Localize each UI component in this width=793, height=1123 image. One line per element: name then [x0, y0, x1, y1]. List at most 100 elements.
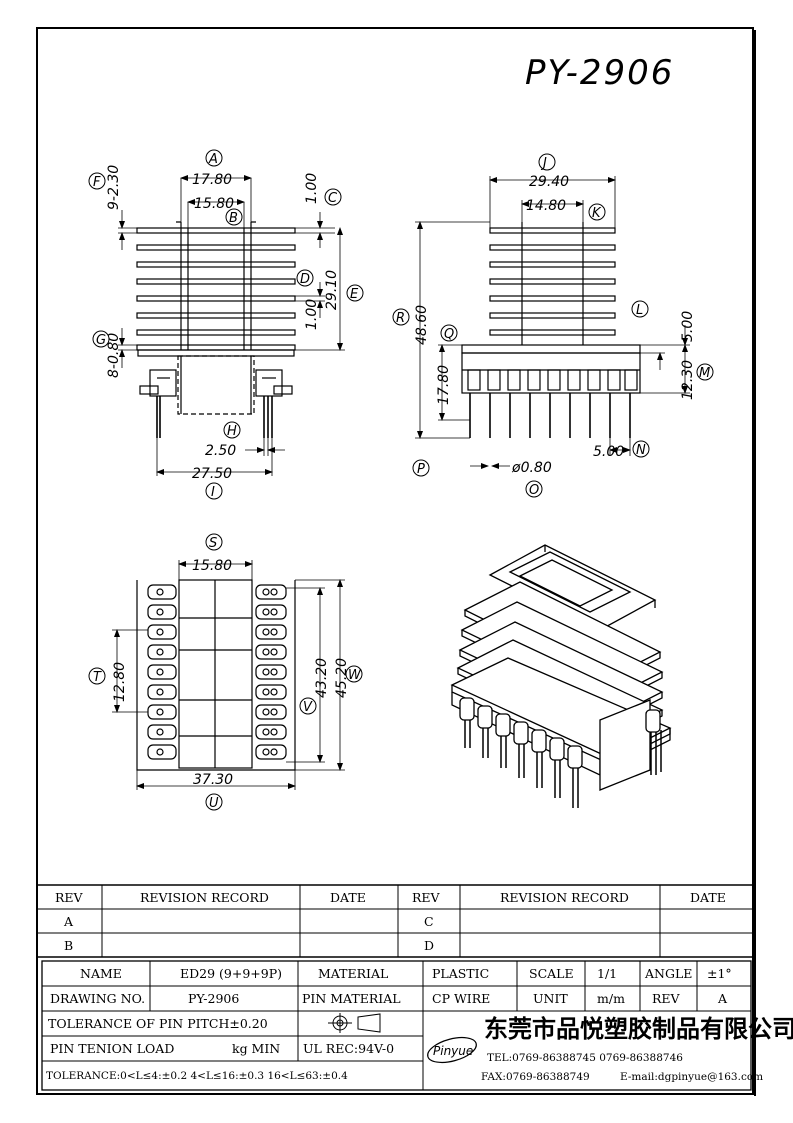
company-fax: FAX:0769-86388749 [481, 1071, 590, 1083]
dim-i-value: 27.50 [192, 466, 232, 482]
pin-tension-label: PIN TENION LOAD [50, 1041, 174, 1056]
angle-label: ANGLE [644, 966, 692, 981]
dim-m-value: 12.30 [680, 360, 696, 400]
title-block [41, 960, 752, 1091]
company-email: E-mail:dgpinyue@163.com [620, 1071, 763, 1083]
material-value: PLASTIC [432, 966, 489, 981]
label-i: I [211, 485, 215, 500]
label-c: C [328, 191, 338, 206]
company-logo: Pinyue [427, 1036, 477, 1064]
label-s: S [209, 536, 217, 551]
scale-value: 1/1 [597, 966, 617, 981]
dim-o-value: ø0.80 [511, 460, 552, 476]
name-label: NAME [80, 966, 122, 981]
rev-row-c: C [424, 914, 434, 929]
label-e: E [350, 287, 359, 302]
pin-tension-value: kg MIN [232, 1041, 280, 1056]
dim-e-value: 29.10 [324, 270, 340, 310]
date-header-left: DATE [330, 890, 366, 905]
revision-table [37, 884, 753, 958]
label-v: V [303, 700, 313, 715]
ul-rating: UL REC:94V-0 [303, 1041, 394, 1056]
dim-n-value: 5.00 [593, 444, 624, 460]
label-a: A [208, 152, 218, 167]
side-flanges [489, 227, 616, 336]
label-t: T [93, 670, 102, 685]
side-view [461, 222, 641, 438]
scale-label: SCALE [529, 966, 574, 981]
company-tel: TEL:0769-86388745 0769-86388746 [487, 1052, 683, 1064]
unit-value: m/m [597, 991, 625, 1006]
sheet-border [36, 27, 754, 1095]
rev-row-d: D [424, 938, 434, 953]
rev-header-left: REV [55, 890, 84, 905]
dim-w-value: 45.20 [334, 658, 350, 698]
rev-header-right: REV [412, 890, 441, 905]
tolerance-ranges: TOLERANCE:0<L≤4:±0.2 4<L≤16:±0.3 16<L≤63… [46, 1070, 348, 1082]
iso-pin-housings [459, 697, 661, 769]
dim-a-value: 17.80 [192, 172, 232, 188]
label-l: L [636, 303, 643, 318]
circled-label-letters: A B C D E F G H I J K L M N O P Q R S T … [93, 152, 710, 811]
drawing-no-value: PY-2906 [188, 991, 239, 1006]
front-view [136, 221, 296, 438]
rev-row-a: A [63, 914, 74, 929]
dim-j-value: 29.40 [529, 174, 569, 190]
name-value: ED29 (9+9+9P) [180, 966, 282, 981]
label-f: F [93, 175, 101, 190]
date-header-right: DATE [690, 890, 726, 905]
side-pins [469, 393, 631, 438]
rev-value: A [717, 991, 728, 1006]
bottom-dividers [179, 617, 252, 737]
angle-value: ±1° [707, 966, 732, 981]
drawing-title: PY-2906 [525, 53, 674, 93]
pin-material-label: PIN MATERIAL [302, 991, 401, 1006]
dim-r-value: 48.60 [414, 305, 430, 345]
front-flanges [136, 227, 296, 351]
dim-s-value: 15.80 [192, 558, 232, 574]
label-j: J [540, 156, 547, 171]
dim-d-value: 1.00 [304, 299, 320, 330]
label-w: W [348, 668, 362, 683]
dim-t-value: 12.80 [112, 662, 128, 702]
circled-labels [88, 149, 714, 811]
revision-record-header-left: REVISION RECORD [140, 890, 269, 905]
label-d: D [300, 272, 310, 287]
label-p: P [417, 462, 425, 477]
label-r: R [396, 311, 405, 326]
dim-f-value: 9-2.30 [106, 165, 122, 210]
dim-q-value: 17.80 [436, 365, 452, 405]
projection-symbol [328, 1013, 381, 1033]
dim-v-value: 43.20 [314, 658, 330, 698]
drawing-no-label: DRAWING NO. [50, 991, 145, 1006]
front-dimensions [118, 175, 345, 476]
rev-row-b: B [64, 938, 73, 953]
bottom-dimensions [112, 560, 345, 790]
label-h: H [227, 424, 237, 439]
dim-c-value: 1.00 [304, 173, 320, 204]
label-u: U [209, 796, 219, 811]
dim-k-value: 14.80 [526, 198, 566, 214]
isometric-view [450, 544, 672, 808]
pin-material-value: CP WIRE [432, 991, 490, 1006]
rev-label: REV [652, 991, 681, 1006]
label-o: O [529, 483, 539, 498]
dim-l-value: 5.00 [680, 311, 696, 342]
dim-b-value: 15.80 [194, 196, 234, 212]
company-name: 东莞市品悦塑胶制品有限公司 [484, 1015, 793, 1043]
label-b: B [229, 211, 238, 226]
bottom-view [136, 579, 296, 771]
material-label: MATERIAL [318, 966, 388, 981]
label-n: N [636, 443, 646, 458]
dim-g-value: 8-0.80 [106, 333, 122, 378]
label-g: G [96, 333, 106, 348]
bottom-left-pins [147, 584, 177, 760]
label-k: K [592, 206, 602, 221]
bottom-right-pins [255, 584, 287, 760]
iso-pins [464, 720, 662, 808]
side-dimensions [415, 176, 690, 469]
dim-u-value: 37.30 [193, 772, 233, 788]
side-pin-slots [467, 369, 638, 391]
revision-record-header-right: REVISION RECORD [500, 890, 629, 905]
